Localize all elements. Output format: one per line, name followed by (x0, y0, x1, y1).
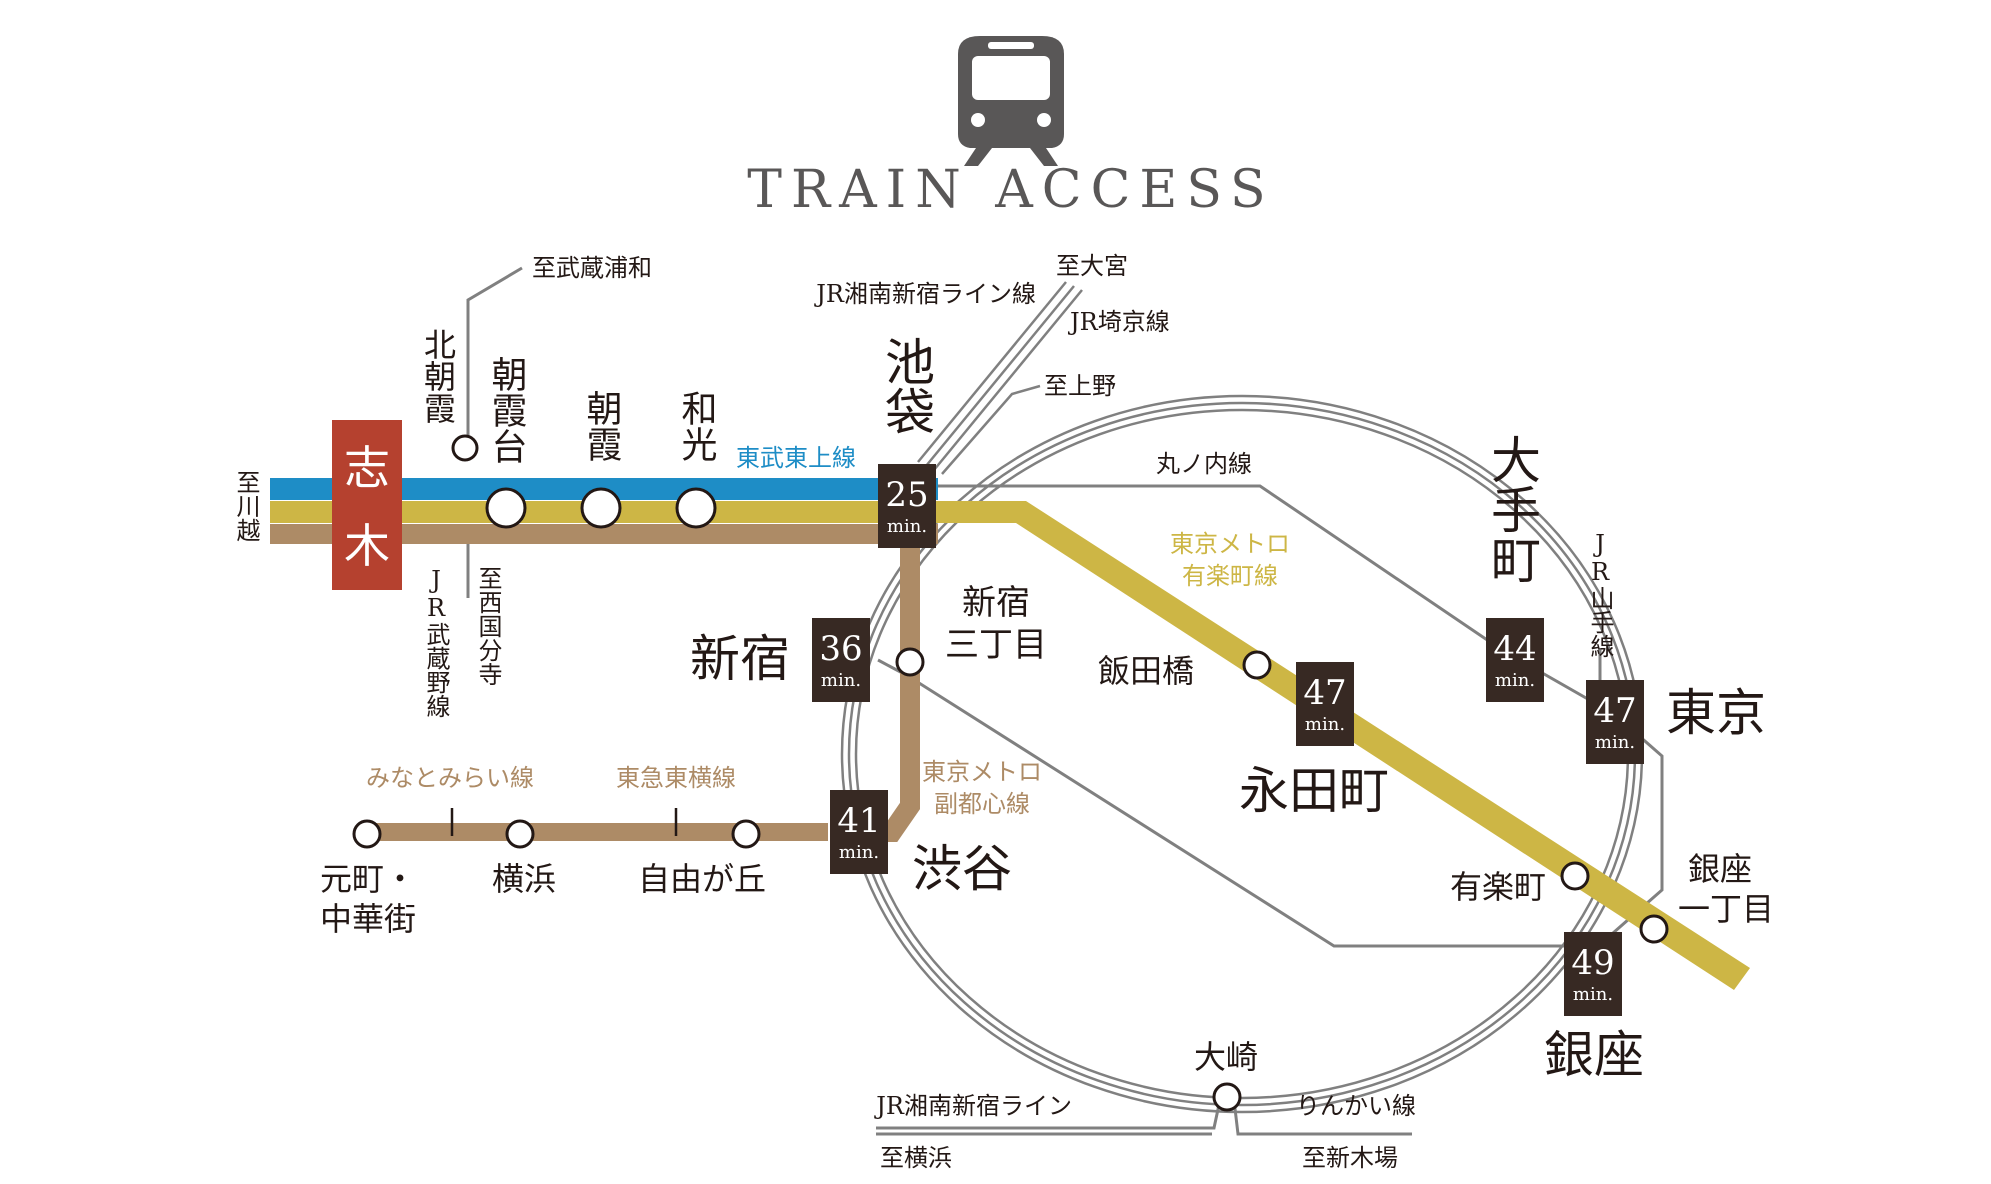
time-value: 44 (1493, 629, 1536, 669)
station-label-nagatacho: 永田町 (1239, 762, 1389, 820)
fukutoshin-line-west (270, 524, 938, 544)
time-box-nagatacho: 47 min. (1296, 662, 1354, 746)
station-label-shinjuku-sanchome-1: 新宿 (962, 583, 1030, 623)
station-label-yurakucho: 有楽町 (1450, 868, 1546, 906)
time-value: 49 (1571, 943, 1614, 983)
time-box-shibuya: 41 min. (830, 790, 888, 874)
time-unit: min. (839, 842, 879, 863)
direction-ueno: 至上野 (1044, 372, 1116, 400)
time-unit: min. (887, 516, 927, 537)
station-label-asakadai: 朝霞台 (486, 356, 527, 464)
line-label-tobu: 東武東上線 (736, 444, 856, 472)
line-label-marunouchi: 丸ノ内線 (1156, 450, 1252, 478)
station-label-jiyugaoka: 自由が丘 (638, 860, 766, 898)
line-label-shonan-bottom: JR湘南新宿ライン (873, 1092, 1072, 1120)
origin-station-shiki: 志 木 (332, 420, 402, 590)
station-label-shinjuku: 新宿 (690, 630, 790, 688)
time-value: 36 (819, 629, 862, 669)
line-label-toyoko: 東急東横線 (616, 764, 736, 792)
station-label-shibuya: 渋谷 (912, 840, 1012, 898)
time-unit: min. (1595, 732, 1635, 753)
station-label-motomachi-2: 中華街 (320, 900, 416, 938)
station-label-ginza-itchome-2: 一丁目 (1678, 890, 1774, 928)
line-label-saikyo: JR埼京線 (1067, 308, 1170, 336)
direction-nishi-kokubunji: 至西国分寺 (474, 566, 502, 686)
line-label-fukutoshin-1: 東京メトロ (922, 758, 1042, 786)
time-unit: min. (821, 670, 861, 691)
station-label-asaka: 朝霞 (581, 390, 622, 462)
line-label-shonan-top: JR湘南新宿ライン線 (813, 280, 1036, 308)
train-icon (958, 36, 1064, 166)
line-label-fukutoshin-2: 副都心線 (934, 790, 1030, 818)
station-label-kita-asaka: 北朝霞 (419, 328, 457, 424)
line-label-yamanote: JR山手線 (1586, 530, 1614, 658)
direction-yokohama: 至横浜 (880, 1144, 952, 1172)
station-label-iidabashi: 飯田橋 (1098, 652, 1194, 690)
line-label-minatomirai: みなとみらい線 (366, 764, 534, 792)
time-value: 47 (1593, 691, 1636, 731)
station-label-ginza: 銀座 (1544, 1026, 1644, 1084)
musashino-line-north (466, 266, 523, 452)
line-label-musashino: JR武蔵野線 (422, 566, 450, 718)
direction-shinkiba: 至新木場 (1302, 1144, 1398, 1172)
station-label-ikebukuro: 池袋 (877, 336, 935, 436)
station-label-shinjuku-sanchome-2: 三丁目 (945, 625, 1047, 665)
time-unit: min. (1305, 714, 1345, 735)
time-value: 47 (1303, 673, 1346, 713)
osaki-branches (876, 1099, 1412, 1136)
time-box-ikebukuro: 25 min. (878, 464, 936, 548)
time-unit: min. (1573, 984, 1613, 1005)
time-value: 25 (885, 475, 928, 515)
time-box-tokyo: 47 min. (1586, 680, 1644, 764)
time-box-shinjuku: 36 min. (812, 618, 870, 702)
station-label-tokyo: 東京 (1666, 684, 1766, 742)
line-label-yurakucho-2: 有楽町線 (1182, 562, 1278, 590)
page-title: TRAIN ACCESS (747, 160, 1274, 220)
station-label-ginza-itchome-1: 銀座 (1688, 850, 1752, 888)
line-label-yurakucho-1: 東京メトロ (1170, 530, 1290, 558)
station-label-motomachi-1: 元町・ (320, 860, 416, 898)
direction-musashi-urawa: 至武蔵浦和 (532, 254, 652, 282)
shinjuku-ginza-line (877, 658, 1580, 948)
direction-omiya: 至大宮 (1056, 252, 1128, 280)
station-label-wako: 和光 (676, 390, 718, 462)
time-unit: min. (1495, 670, 1535, 691)
line-label-rinkai: りんかい線 (1296, 1092, 1416, 1120)
origin-char-1: 志 (344, 441, 390, 495)
station-label-otemachi: 大手町 (1483, 434, 1541, 584)
time-box-otemachi: 44 min. (1486, 618, 1544, 702)
toyoko-line (368, 823, 828, 841)
station-label-osaki: 大崎 (1194, 1038, 1258, 1076)
time-value: 41 (837, 801, 880, 841)
jr-north-lines (917, 281, 1083, 475)
direction-kawagoe: 至川越 (232, 470, 260, 542)
station-markers (352, 434, 1669, 1112)
origin-char-2: 木 (344, 519, 390, 573)
time-box-ginza: 49 min. (1564, 932, 1622, 1016)
station-label-yokohama: 横浜 (492, 860, 556, 898)
